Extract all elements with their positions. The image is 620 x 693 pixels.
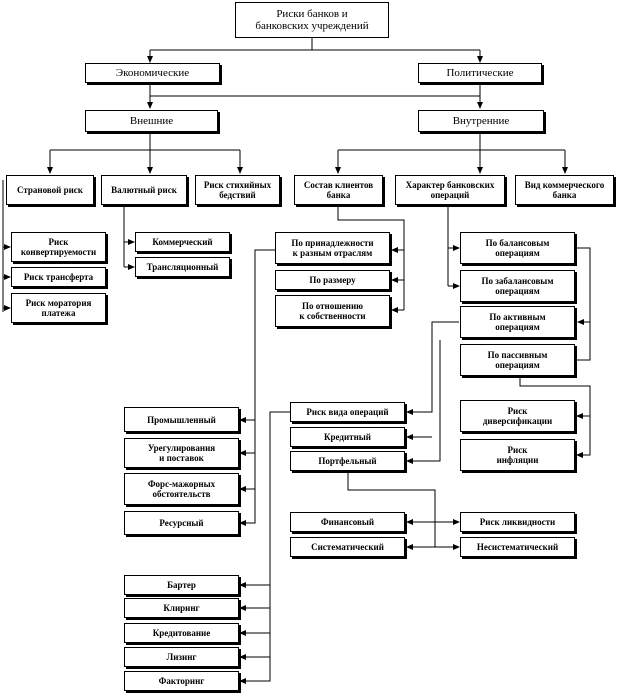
- liquidity-risk-node: Риск ликвидности: [460, 512, 575, 532]
- barter-node: Бартер: [124, 575, 239, 595]
- root-node: Риски банков и банковских учреждений: [235, 2, 389, 38]
- supply-risk-node: Урегулирования и поставок: [124, 438, 239, 468]
- connector-resource: [239, 249, 275, 526]
- inflation-risk-node: Риск инфляции: [460, 439, 575, 471]
- operation-type-risk-node: Риск вида операций: [290, 402, 405, 422]
- connector-clients-trunk: [337, 206, 405, 310]
- systematic-risk-node: Систематический: [290, 537, 405, 557]
- currency-risk-node: Валютный риск: [101, 175, 187, 205]
- factoring-node: Факторинг: [124, 671, 239, 691]
- financial-risk-node: Финансовый: [290, 512, 405, 532]
- transfer-risk-node: Риск трансферта: [11, 267, 106, 287]
- moratorium-risk-node: Риск моратория платежа: [11, 293, 106, 323]
- balance-operations-node: По балансовым операциям: [460, 232, 575, 264]
- leasing-node: Лизинг: [124, 647, 239, 667]
- crediting-node: Кредитование: [124, 623, 239, 643]
- resource-risk-node: Ресурсный: [124, 511, 239, 535]
- internal-node: Внутренние: [418, 110, 544, 132]
- clearing-node: Клиринг: [124, 598, 239, 618]
- offbalance-operations-node: По забалансовым операциям: [460, 270, 575, 302]
- connector-op-type-risk: [406, 321, 459, 415]
- force-majeure-risk-node: Форс-мажорных обстоятельств: [124, 473, 239, 505]
- diversification-risk-node: Риск диверсификации: [460, 400, 575, 432]
- bank-kind-node: Вид коммерческого банка: [515, 175, 614, 205]
- connector-factoring: [239, 411, 290, 684]
- translation-risk-node: Трансляционный: [135, 257, 230, 277]
- connector-balance-bracket: [576, 247, 591, 361]
- economic-node: Экономические: [85, 63, 220, 83]
- connector-inflation: [519, 376, 591, 458]
- connector-portfolio-trunk: [347, 472, 436, 547]
- by-ownership-node: По отношению к собственности: [275, 295, 390, 327]
- disaster-risk-node: Риск стихийных бедствий: [195, 175, 280, 205]
- connector-portfolio: [406, 340, 441, 464]
- political-node: Политические: [418, 63, 542, 83]
- by-sector-node: По принадлежности к разным отраслям: [275, 232, 390, 264]
- portfolio-risk-node: Портфельный: [290, 451, 405, 471]
- nonsystematic-risk-node: Несистематический: [460, 537, 575, 557]
- commercial-risk-node: Коммерческий: [135, 232, 230, 252]
- industrial-risk-node: Промышленный: [124, 407, 239, 432]
- credit-risk-node: Кредитный: [290, 427, 405, 447]
- operations-type-node: Характер банковских операций: [395, 175, 505, 205]
- active-operations-node: По активным операциям: [460, 306, 575, 338]
- external-node: Внешние: [85, 110, 218, 132]
- country-risk-node: Страновой риск: [6, 175, 94, 205]
- by-size-node: По размеру: [275, 270, 390, 290]
- clients-node: Состав клиентов банка: [294, 175, 383, 205]
- passive-operations-node: По пассивным операциям: [460, 344, 575, 376]
- convertibility-risk-node: Риск конвертируемости: [11, 232, 106, 262]
